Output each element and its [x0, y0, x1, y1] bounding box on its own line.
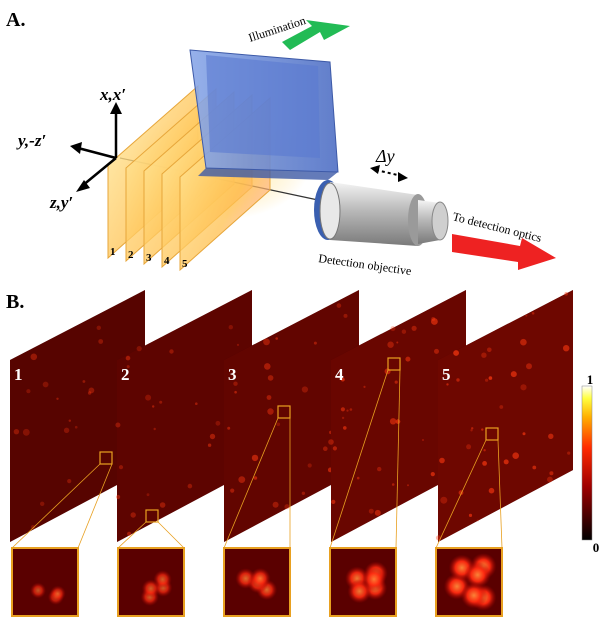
roi-box	[277, 405, 291, 419]
inset-2	[117, 521, 185, 617]
roi-box	[145, 509, 159, 523]
axis-x-label: x,x′	[99, 85, 126, 104]
inset-1	[11, 463, 113, 617]
image-number: 1	[14, 365, 23, 384]
plane-number: 2	[128, 249, 134, 261]
detection-objective	[314, 180, 449, 246]
colorbar	[581, 385, 593, 541]
plane-number: 1	[110, 246, 116, 258]
panel-b-label: B.	[6, 291, 24, 313]
light-sheet	[189, 49, 339, 180]
objective-label: Detection objective	[318, 251, 413, 278]
coordinate-axes	[70, 102, 122, 192]
axis-y-label: y,-z′	[16, 131, 46, 150]
colorbar-min-label: 0	[593, 540, 600, 555]
plane-number: 5	[182, 258, 188, 270]
panel-a-label: A.	[6, 9, 25, 31]
plane-number: 3	[146, 252, 152, 264]
to-detection-arrow	[452, 234, 556, 270]
plane-number: 4	[164, 255, 170, 267]
delta-y-arrow	[370, 165, 408, 182]
inset-4	[329, 369, 401, 617]
colorbar-max-label: 1	[587, 372, 594, 387]
illumination-arrow	[282, 20, 350, 50]
inset-5	[435, 439, 503, 617]
axis-z-label: z,y′	[49, 193, 73, 212]
image-5: 5	[435, 290, 573, 542]
scale-bar	[548, 486, 562, 489]
image-number: 2	[121, 365, 130, 384]
roi-box	[485, 427, 499, 441]
inset-3	[223, 417, 291, 617]
inset-row	[11, 369, 503, 617]
delta-y-label: Δy	[375, 146, 395, 166]
image-stack: 1 2 3 4 5	[10, 290, 573, 542]
roi-box	[387, 357, 401, 371]
image-number: 4	[335, 365, 344, 384]
image-2: 2	[115, 290, 252, 542]
image-4: 4	[328, 290, 466, 542]
image-number: 5	[442, 365, 451, 384]
roi-box	[99, 451, 113, 465]
image-3: 3	[224, 290, 359, 542]
panel-b: B. 1 2 3 4 5 1 0	[6, 290, 600, 617]
image-1: 1	[10, 290, 145, 542]
image-number: 3	[228, 365, 237, 384]
